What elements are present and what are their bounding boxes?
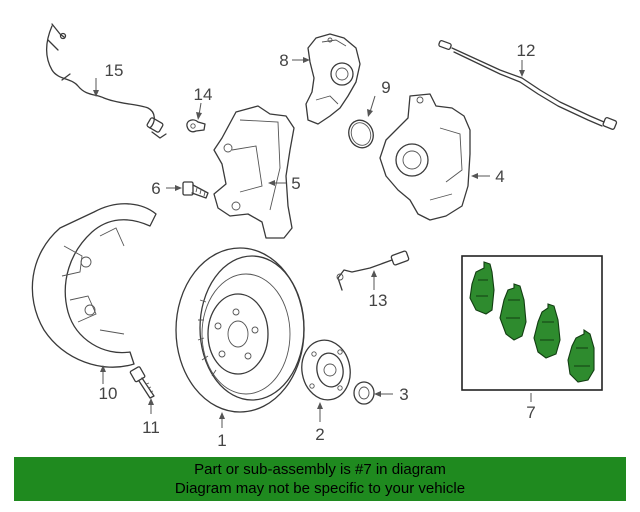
leader-lines bbox=[93, 57, 532, 428]
callout-15[interactable]: 15 bbox=[105, 61, 124, 80]
callout-11[interactable]: 11 bbox=[142, 418, 160, 437]
part-14-bracket[interactable] bbox=[186, 119, 206, 133]
callout-2[interactable]: 2 bbox=[315, 425, 324, 444]
brake-pad-4 bbox=[567, 328, 595, 383]
part-8-actuator[interactable] bbox=[305, 33, 361, 125]
notice-banner: Part or sub-assembly is #7 in diagram Di… bbox=[14, 457, 626, 501]
callout-8[interactable]: 8 bbox=[279, 51, 288, 70]
callout-10[interactable]: 10 bbox=[99, 384, 118, 403]
brake-pad-1 bbox=[469, 261, 495, 315]
part-15-speed-sensor[interactable] bbox=[46, 23, 167, 139]
callout-6[interactable]: 6 bbox=[151, 179, 160, 198]
part-10-dust-shield[interactable] bbox=[31, 203, 157, 368]
part-9-o-ring[interactable] bbox=[345, 117, 377, 152]
part-5-caliper-bracket[interactable] bbox=[213, 105, 295, 239]
callout-4[interactable]: 4 bbox=[495, 167, 504, 186]
part-1-rotor[interactable] bbox=[175, 247, 305, 413]
callout-9[interactable]: 9 bbox=[381, 78, 390, 97]
callout-3[interactable]: 3 bbox=[399, 385, 408, 404]
part-7-brake-pads-box[interactable] bbox=[461, 255, 603, 391]
part-3-nut[interactable] bbox=[353, 381, 375, 405]
brake-pad-2 bbox=[499, 283, 527, 341]
part-4-caliper[interactable] bbox=[379, 93, 471, 221]
part-11-bolt[interactable] bbox=[129, 366, 155, 399]
callout-labels: 1 2 3 4 5 6 7 8 9 10 11 12 13 14 15 bbox=[99, 41, 536, 450]
part-6-bolt[interactable] bbox=[182, 181, 209, 199]
part-13-wear-sensor[interactable] bbox=[336, 250, 410, 291]
brake-pad-3 bbox=[533, 303, 561, 359]
callout-14[interactable]: 14 bbox=[194, 85, 213, 104]
callout-12[interactable]: 12 bbox=[517, 41, 536, 60]
notice-line-disclaimer: Diagram may not be specific to your vehi… bbox=[174, 480, 466, 497]
callout-13[interactable]: 13 bbox=[369, 291, 388, 310]
callout-1[interactable]: 1 bbox=[217, 431, 226, 450]
part-12-brake-line[interactable] bbox=[438, 40, 618, 130]
notice-line-part: Part or sub-assembly is #7 in diagram bbox=[194, 461, 446, 478]
callout-7[interactable]: 7 bbox=[526, 403, 535, 422]
part-2-hub[interactable] bbox=[297, 336, 355, 403]
brake-assembly-diagram: 1 2 3 4 5 6 7 8 9 10 11 12 13 14 15 bbox=[31, 23, 618, 450]
callout-5[interactable]: 5 bbox=[291, 174, 300, 193]
